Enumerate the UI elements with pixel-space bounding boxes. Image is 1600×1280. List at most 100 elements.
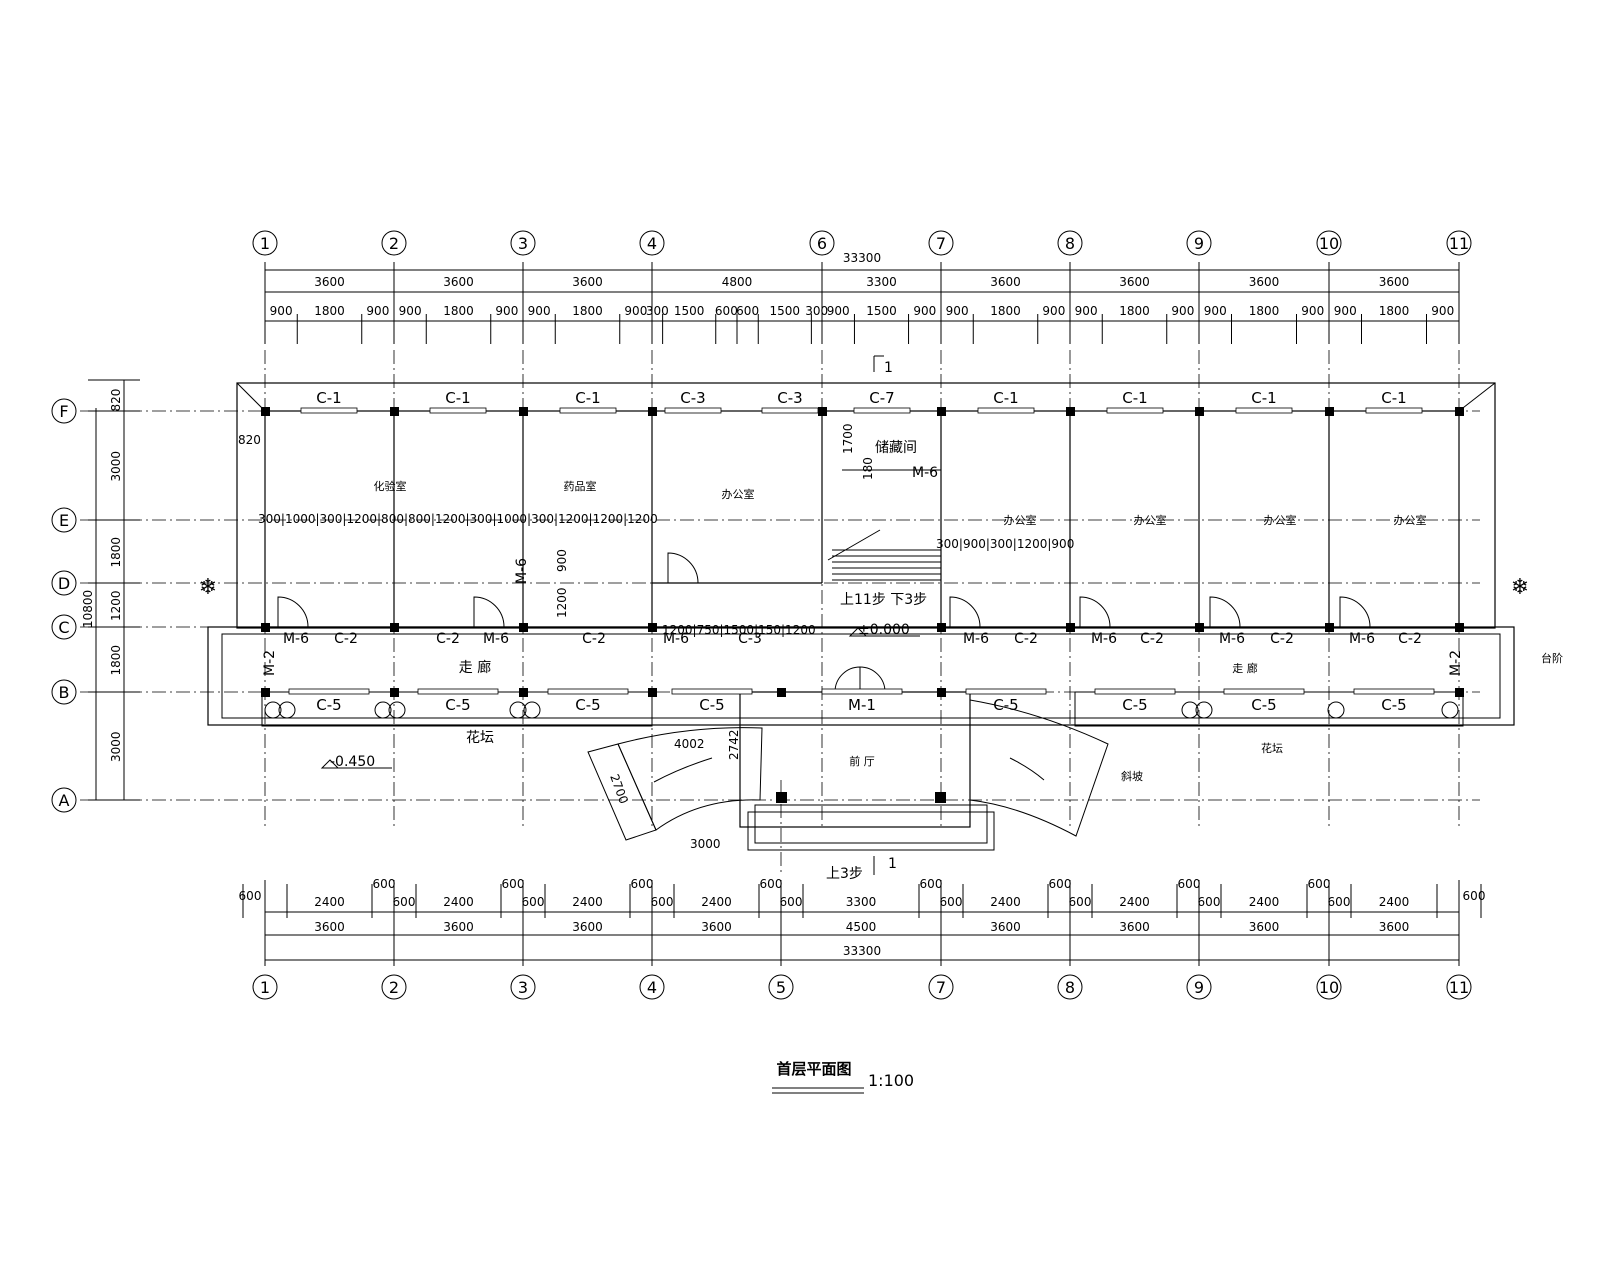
window-tag-top: C-1 — [316, 389, 341, 407]
window-tag-top: C-1 — [1122, 389, 1147, 407]
window-top-glazing — [761, 407, 819, 414]
flower-bed-shrubs — [264, 701, 1459, 719]
dim-detail-top: 1800 — [443, 304, 474, 318]
axis-label-row-D: D — [58, 574, 70, 593]
corner-hip-left — [236, 382, 266, 412]
column-square — [390, 407, 399, 416]
outer-wall-outline — [236, 382, 1496, 629]
window-tag-top: C-1 — [993, 389, 1018, 407]
window-b-glazing — [547, 688, 629, 695]
dim-detail-top: 900 — [827, 304, 850, 318]
window-tag-c: C-2 — [1398, 631, 1422, 647]
dim-left-row: 820 — [109, 389, 123, 412]
dim-detail-top: 900 — [528, 304, 551, 318]
window-top-glazing — [559, 407, 617, 414]
window-top-glazing — [853, 407, 911, 414]
axis-bubble-bottom-7 — [928, 974, 954, 1000]
axis-label-top-4: 4 — [647, 234, 657, 253]
window-tag-c: M-6 — [1349, 631, 1375, 647]
dim-detail-top: 900 — [1042, 304, 1065, 318]
axis-label-top-7: 7 — [936, 234, 946, 253]
door-tag-vertical: M-6 — [514, 558, 530, 584]
axis-label-row-B: B — [59, 683, 70, 702]
dim-detail-top: 1800 — [1379, 304, 1410, 318]
axis-label-top-6: 6 — [817, 234, 827, 253]
window-b-glazing — [965, 688, 1047, 695]
window-tag-top: C-7 — [869, 389, 894, 407]
axis-bubble-bottom-9 — [1186, 974, 1212, 1000]
dim-detail-bottom: 600 — [1198, 895, 1221, 909]
dim-bay-top: 3600 — [1119, 275, 1150, 289]
column-lobby-right — [935, 792, 946, 803]
column-square — [390, 623, 399, 632]
shrub-circle — [278, 701, 296, 719]
dim-row-c-mid: 1200|750|1500|150|1200 — [662, 623, 816, 637]
tree-right-icon: ❄ — [1511, 575, 1529, 600]
corridor-inner — [221, 633, 1501, 719]
axis-bubble-row-B — [51, 679, 77, 705]
window-tag-c: M-6 — [483, 631, 509, 647]
column-square — [937, 623, 946, 632]
dim-detail-top: 900 — [1301, 304, 1324, 318]
axis-label-bottom-8: 8 — [1065, 978, 1075, 997]
axis-label-row-E: E — [59, 511, 69, 530]
room-pharmacy: 药品室 — [564, 479, 597, 493]
elev-marker-neg — [320, 759, 392, 769]
window-tag-c: C-2 — [436, 631, 460, 647]
column-square — [818, 407, 827, 416]
window-tag-c: C-2 — [582, 631, 606, 647]
room-lobby: 前 厅 — [849, 754, 875, 768]
dim-left-row: 1800 — [109, 645, 123, 676]
dim-bay-bottom: 3600 — [990, 920, 1021, 934]
axis-label-bottom-10: 10 — [1319, 978, 1339, 997]
dim-bay-bottom: 3600 — [314, 920, 345, 934]
dim-detail-bottom: 2400 — [1379, 895, 1410, 909]
axis-label-row-C: C — [58, 618, 69, 637]
dim-detail-bottom: 600 — [1308, 877, 1331, 891]
column-square — [1455, 688, 1464, 697]
window-tag-top: C-1 — [575, 389, 600, 407]
dim-detail-top: 300 — [805, 304, 828, 318]
dim-left-row: 1800 — [109, 537, 123, 568]
axis-bubble-row-C — [51, 614, 77, 640]
dim-detail-bottom: 600 — [651, 895, 674, 909]
room-office-4: 办公室 — [1264, 513, 1297, 527]
window-top-glazing — [1235, 407, 1293, 414]
axis-bubble-bottom-11 — [1446, 974, 1472, 1000]
column-square — [648, 688, 657, 697]
window-b-glazing — [821, 688, 903, 695]
dim-row-e-left: 300|1000|300|1200|800|800|1200|300|1000|… — [258, 512, 658, 526]
room-corridor-right: 走 廊 — [1232, 661, 1258, 675]
dim-detail-bottom: 600 — [393, 895, 416, 909]
axis-bubble-top-4 — [639, 230, 665, 256]
axis-bubble-row-A — [51, 787, 77, 813]
shrub-circle — [264, 701, 282, 719]
column-square — [519, 623, 528, 632]
label-platform: 台阶 — [1541, 651, 1563, 665]
dim-detail-top: 900 — [1171, 304, 1194, 318]
section-mark-top: 1 — [884, 360, 893, 376]
dim-bay-bottom: 4500 — [846, 920, 877, 934]
room-storage: 储藏间 — [875, 440, 917, 456]
door-tag-storage: M-6 — [912, 465, 938, 481]
label-stairs: 上11步 下3步 — [840, 592, 927, 608]
dim-detail-bottom: 2400 — [314, 895, 345, 909]
dim-detail-top: 900 — [913, 304, 936, 318]
dim-detail-top: 900 — [1075, 304, 1098, 318]
dim-left-row: 1200 — [109, 590, 123, 621]
dim-detail-top: 1800 — [1119, 304, 1150, 318]
dim-bay-bottom: 3600 — [572, 920, 603, 934]
dim-detail-bottom: 600 — [1049, 877, 1072, 891]
dim-detail-bottom: 600 — [1069, 895, 1092, 909]
dim-bay-top: 3600 — [1379, 275, 1410, 289]
room-corridor-left: 走 廊 — [459, 659, 491, 676]
window-top-glazing — [1365, 407, 1423, 414]
column-square — [1455, 623, 1464, 632]
window-tag-b: C-5 — [1381, 696, 1406, 714]
window-tag-b: C-5 — [316, 696, 341, 714]
window-tag-c: C-2 — [1270, 631, 1294, 647]
dim-total-top: 33300 — [843, 251, 881, 265]
window-tag-c: M-6 — [283, 631, 309, 647]
axis-label-bottom-3: 3 — [518, 978, 528, 997]
